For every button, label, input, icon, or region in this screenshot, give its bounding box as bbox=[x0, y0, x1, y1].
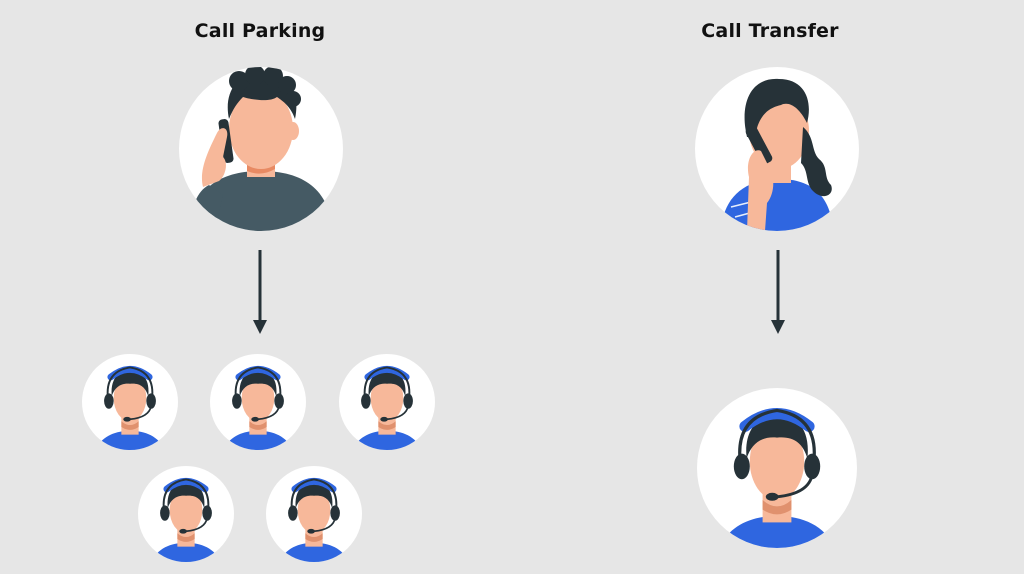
agent-headset-icon bbox=[339, 354, 435, 450]
agent-headset-icon bbox=[82, 354, 178, 450]
call-transfer-title: Call Transfer bbox=[701, 20, 839, 42]
call-parking-title: Call Parking bbox=[194, 20, 326, 42]
woman-on-phone-icon bbox=[695, 67, 859, 231]
man-on-phone-icon bbox=[179, 67, 343, 231]
agent-headset-icon bbox=[138, 466, 234, 562]
agent-headset-icon bbox=[697, 388, 857, 548]
down-arrow-icon bbox=[771, 250, 785, 334]
agent-headset-icon bbox=[266, 466, 362, 562]
agent-headset-icon bbox=[210, 354, 306, 450]
down-arrow-icon bbox=[253, 250, 267, 334]
